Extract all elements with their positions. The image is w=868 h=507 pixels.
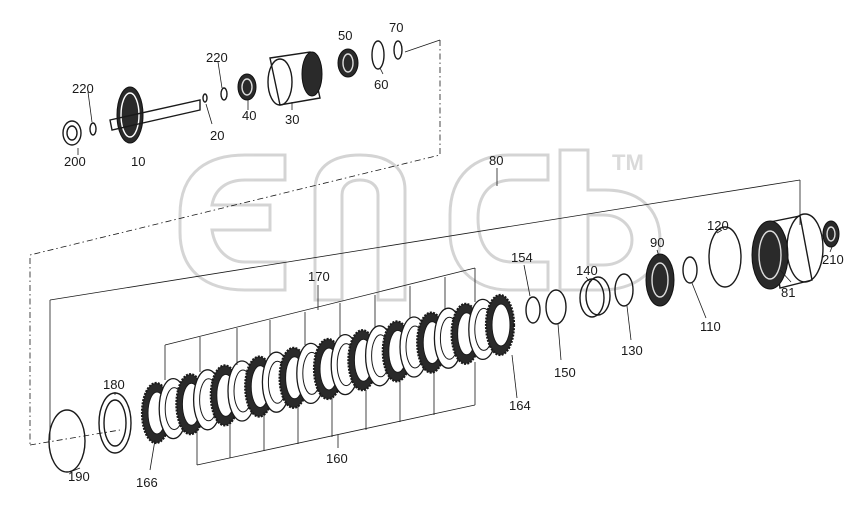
label-220-right: 220 bbox=[206, 50, 228, 65]
ring-110 bbox=[682, 256, 698, 284]
label-90: 90 bbox=[650, 235, 664, 250]
pin-20 bbox=[202, 93, 208, 103]
label-180: 180 bbox=[103, 377, 125, 392]
label-130: 130 bbox=[621, 343, 643, 358]
label-50: 50 bbox=[338, 28, 352, 43]
label-150: 150 bbox=[554, 365, 576, 380]
ring-60 bbox=[371, 40, 385, 70]
ring-120 bbox=[708, 226, 742, 288]
part-labels: 220 200 10 20 220 40 30 50 70 60 80 154 … bbox=[64, 20, 844, 490]
label-30: 30 bbox=[285, 112, 299, 127]
label-40: 40 bbox=[242, 108, 256, 123]
label-154: 154 bbox=[511, 250, 533, 265]
label-220-left: 220 bbox=[72, 81, 94, 96]
ring-154 bbox=[525, 296, 541, 324]
label-190: 190 bbox=[68, 469, 90, 484]
label-140: 140 bbox=[576, 263, 598, 278]
label-120: 120 bbox=[707, 218, 729, 233]
label-81: 81 bbox=[781, 285, 795, 300]
piston-90 bbox=[645, 253, 675, 307]
label-160: 160 bbox=[326, 451, 348, 466]
watermark-logo: TM bbox=[178, 148, 662, 302]
bearing-50 bbox=[337, 48, 359, 78]
ring-220-a bbox=[89, 122, 97, 136]
label-164: 164 bbox=[509, 398, 531, 413]
bearing-210 bbox=[822, 220, 840, 248]
disc-bore bbox=[491, 303, 511, 347]
label-70: 70 bbox=[389, 20, 403, 35]
spring-140 bbox=[579, 278, 605, 318]
clutch-disc-pack bbox=[48, 293, 516, 473]
label-60: 60 bbox=[374, 77, 388, 92]
hub-30 bbox=[269, 51, 321, 106]
label-210: 210 bbox=[822, 252, 844, 267]
label-200: 200 bbox=[64, 154, 86, 169]
label-170: 170 bbox=[308, 269, 330, 284]
label-80: 80 bbox=[489, 153, 503, 168]
ring-70 bbox=[393, 40, 403, 60]
snap-ring-190 bbox=[48, 409, 86, 473]
label-166: 166 bbox=[136, 475, 158, 490]
ring-130 bbox=[614, 273, 634, 307]
label-110: 110 bbox=[700, 319, 721, 334]
label-10: 10 bbox=[131, 154, 145, 169]
leader-lines bbox=[69, 61, 833, 473]
ring-220-b bbox=[220, 87, 228, 101]
bracket-170 bbox=[164, 267, 476, 380]
trademark-mark: TM bbox=[612, 150, 644, 175]
shaft-assembly bbox=[62, 40, 403, 146]
label-20: 20 bbox=[210, 128, 224, 143]
assembly-centerlines bbox=[29, 39, 441, 446]
piston-group bbox=[525, 213, 840, 325]
bearing-200 bbox=[62, 120, 82, 146]
bearing-40 bbox=[237, 73, 257, 101]
bracket-160 bbox=[196, 362, 476, 466]
ring-150 bbox=[545, 289, 567, 325]
